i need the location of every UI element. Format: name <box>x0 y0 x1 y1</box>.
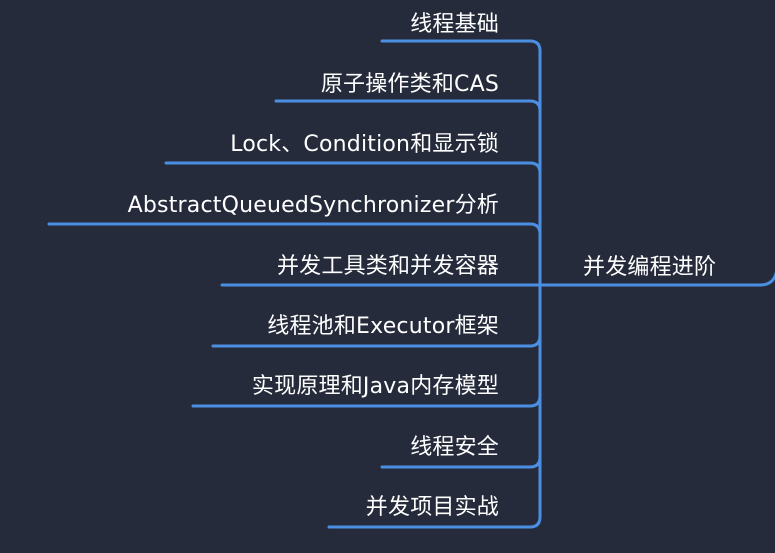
child-node-3[interactable]: Lock、Condition和显示锁 <box>230 132 499 157</box>
child-node-7[interactable]: 实现原理和Java内存模型 <box>251 374 499 399</box>
connector-4 <box>47 222 542 287</box>
child-node-1[interactable]: 线程基础 <box>410 12 499 37</box>
connector-3 <box>164 161 542 287</box>
root-underline <box>538 271 775 287</box>
child-node-6[interactable]: 线程池和Executor框架 <box>267 314 499 339</box>
child-node-5[interactable]: 并发工具类和并发容器 <box>276 254 499 279</box>
child-node-8[interactable]: 线程安全 <box>410 435 499 460</box>
child-node-2[interactable]: 原子操作类和CAS <box>320 72 499 97</box>
child-node-9[interactable]: 并发项目实战 <box>365 495 499 520</box>
connector-9 <box>327 283 542 529</box>
root-node[interactable]: 并发编程进阶 <box>583 255 717 280</box>
connector-1 <box>380 39 542 287</box>
connector-2 <box>274 99 542 287</box>
child-node-4[interactable]: AbstractQueuedSynchronizer分析 <box>127 193 499 218</box>
